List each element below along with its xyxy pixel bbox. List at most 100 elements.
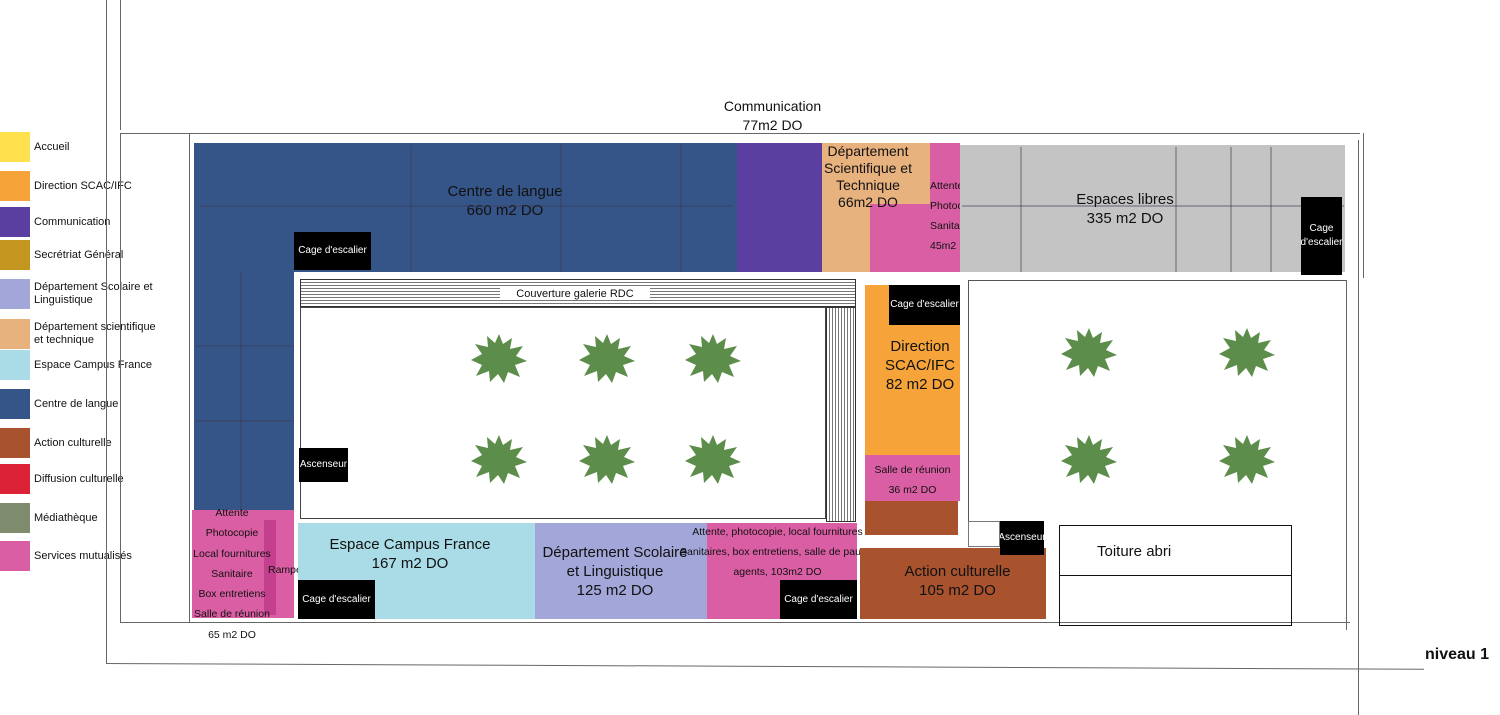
communication-label: Communication 77m2 DO <box>700 97 845 135</box>
stair-direction: Cage d'escalier <box>889 285 960 325</box>
tree-icon <box>1060 326 1118 378</box>
legend-label: Département Scolaire et Linguistique <box>34 281 153 306</box>
legend-item: Action culturelle <box>0 428 112 458</box>
site-boundary-left-inner <box>120 0 121 130</box>
tree-icon <box>684 433 742 485</box>
grid-line <box>962 205 1344 207</box>
attente-bottom-label: Attente, photocopie, local fournitures S… <box>680 522 878 582</box>
communication-area: 77m2 DO <box>742 117 803 133</box>
legend-label: Espace Campus France <box>34 358 152 371</box>
legend-label: Département scientifique et technique <box>34 321 156 346</box>
dept-scientifique-line1: Département <box>827 143 909 159</box>
legend-swatch <box>0 207 30 237</box>
stair-services-bottom: Cage d'escalier <box>780 580 857 619</box>
legend-label: Direction SCAC/IFC <box>34 179 132 192</box>
dept-scientifique-line3: Technique <box>836 177 900 193</box>
legend-label: Médiathèque <box>34 511 98 524</box>
legend-item: Centre de langue <box>0 389 118 419</box>
direction-line2: SCAC/IFC <box>884 357 955 374</box>
stair-espaces-libres-line1: Cage <box>1309 223 1334 234</box>
room-centre-de-langue <box>194 143 737 272</box>
grid-line <box>410 145 412 272</box>
campus-france-label: Espace Campus France 167 m2 DO <box>320 535 500 573</box>
legend-item: Secrétriat Général <box>0 240 123 270</box>
tree-icon <box>1218 326 1276 378</box>
legend-swatch <box>0 350 30 380</box>
stair-espaces-libres: Cage d'escalier <box>1301 197 1342 275</box>
tree-icon <box>470 332 528 384</box>
grid-line <box>200 205 732 207</box>
dept-scientifique-line2: Scientifique et <box>824 160 912 176</box>
room-salle-reunion <box>865 455 960 501</box>
centre-de-langue-name: Centre de langue <box>447 183 563 200</box>
left-wing-outline-v <box>189 133 190 623</box>
services-left-line: Local fournitures <box>193 547 271 560</box>
legend-swatch <box>0 319 30 349</box>
direction-area: 82 m2 DO <box>885 376 955 393</box>
grid-line <box>240 272 242 510</box>
site-boundary-right-2 <box>1346 280 1347 630</box>
toiture-abri-label: Toiture abri <box>1097 543 1172 560</box>
elevator-right: Ascenseur <box>998 521 1046 555</box>
level-label: niveau 1 <box>1425 646 1490 663</box>
room-services-top <box>930 143 960 272</box>
grid-line <box>680 145 682 272</box>
dept-scientifique-label: Département Scientifique et Technique 66… <box>812 143 924 211</box>
legend-label: Accueil <box>34 140 70 153</box>
services-left-line: 65 m2 DO <box>208 628 256 641</box>
site-boundary-bottom <box>105 663 1424 670</box>
communication-name: Communication <box>723 98 822 114</box>
room-services-top-lower <box>870 204 930 272</box>
attente-bottom-line2: Sanitaires, box entretiens, salle de pau… <box>680 546 878 558</box>
room-action-culturelle-small <box>865 501 958 535</box>
tree-icon <box>578 332 636 384</box>
legend-item: Accueil <box>0 132 69 162</box>
services-left-label: Attente Photocopie Local fournitures San… <box>190 503 274 645</box>
action-culturelle-label: Action culturelle 105 m2 DO <box>860 562 1055 600</box>
salle-reunion-name: Salle de réunion <box>874 464 951 476</box>
grid-line <box>1230 147 1232 272</box>
campus-france-area: 167 m2 DO <box>371 555 449 572</box>
legend-swatch <box>0 389 30 419</box>
tree-icon <box>1218 433 1276 485</box>
room-action-culturelle <box>860 548 1046 619</box>
dept-scientifique-area: 66m2 DO <box>838 194 898 210</box>
building-outline-top <box>190 133 1360 134</box>
courtyard-left <box>300 307 826 519</box>
campus-france-name: Espace Campus France <box>329 536 491 553</box>
services-left-line: Salle de réunion <box>194 608 270 621</box>
stair-centre-langue: Cage d'escalier <box>294 232 371 270</box>
attente-top-line1: Attente, <box>930 180 967 192</box>
legend-label: Communication <box>34 215 111 228</box>
attente-bottom-line1: Attente, photocopie, local fournitures <box>692 526 863 538</box>
bottom-outline <box>190 622 1350 623</box>
courtyard-right <box>968 280 1346 525</box>
tree-icon <box>1060 433 1118 485</box>
building-outline-right <box>1363 133 1364 278</box>
legend-item: Communication <box>0 207 110 237</box>
services-left-line: Sanitaire <box>211 567 253 580</box>
tree-icon <box>684 332 742 384</box>
legend-label: Centre de langue <box>34 397 119 410</box>
grid-line <box>1020 147 1022 272</box>
stair-campus-france: Cage d'escalier <box>298 580 375 619</box>
room-espaces-libres <box>960 145 1345 272</box>
grid-line <box>196 420 294 422</box>
attente-bottom-line3: agents, 103m2 DO <box>733 566 822 578</box>
elevator-right-outline <box>968 521 1000 547</box>
centre-de-langue-area: 660 m2 DO <box>466 202 544 219</box>
grid-line <box>1270 147 1272 272</box>
room-centre-de-langue-wing <box>194 270 294 510</box>
salle-reunion-label: Salle de réunion 36 m2 DO <box>865 460 960 500</box>
services-left-line: Attente <box>215 507 249 519</box>
toiture-abri-divider <box>1059 575 1292 576</box>
tree-icon <box>578 433 636 485</box>
grid-line <box>1175 147 1177 272</box>
legend-item: Département scientifique et technique <box>0 319 156 349</box>
legend-label: Services mutualisés <box>34 549 132 562</box>
room-dept-scolaire <box>535 523 707 619</box>
rampe-label: Rampe <box>268 564 302 576</box>
espaces-libres-area: 335 m2 DO <box>1086 210 1164 227</box>
legend-swatch <box>0 464 30 494</box>
site-boundary-right <box>1358 140 1359 715</box>
